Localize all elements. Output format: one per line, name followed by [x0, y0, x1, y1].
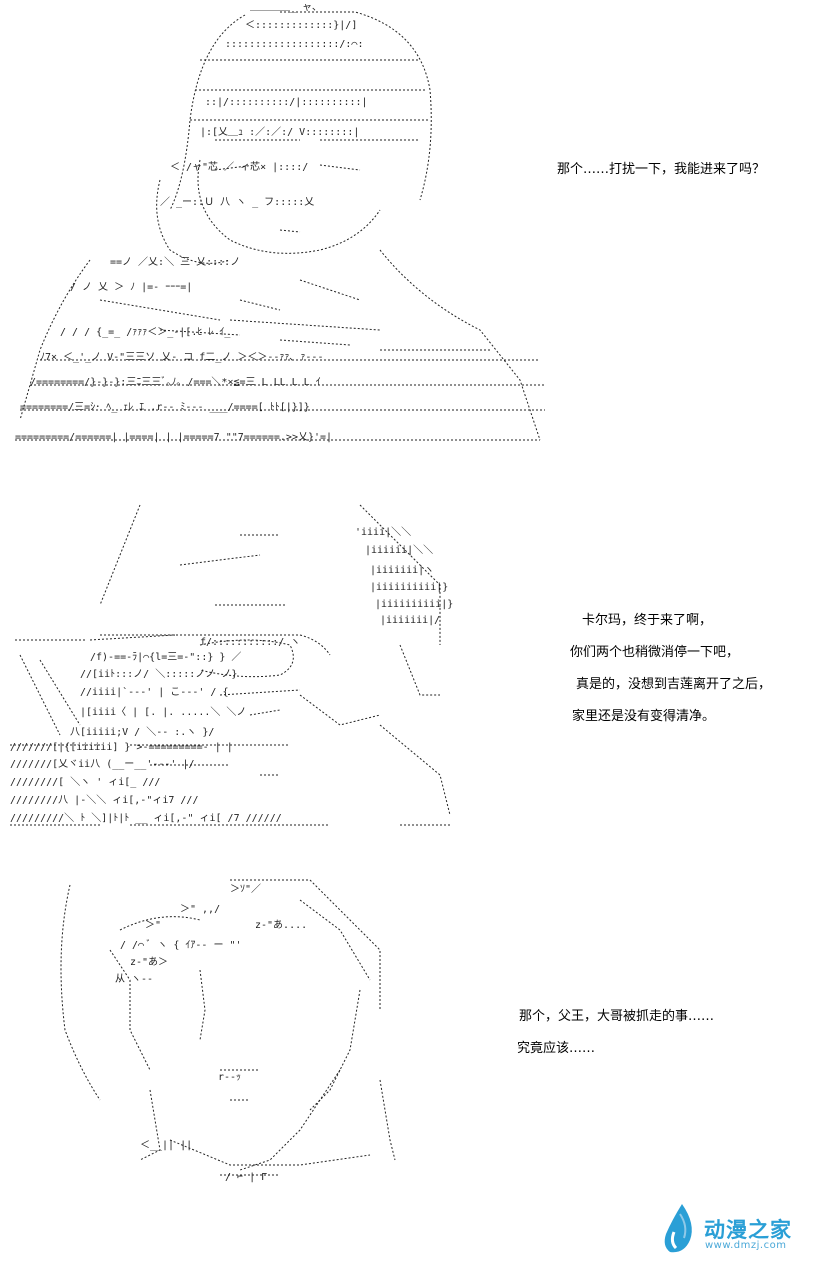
svg-text://///////＼ ﾄ ＼]|ﾄ|ﾄ __ ィi[,-": /////////＼ ﾄ ＼]|ﾄ|ﾄ __ ィi[,-" ィi[ /7 ///…	[10, 812, 282, 824]
svg-text:f/:::::::::::/ ヽ: f/:::::::::::/ ヽ	[200, 637, 300, 648]
caption-panel-1: 那个……打扰一下，我能进来了吗？	[557, 162, 765, 178]
droplet-logo-icon	[664, 1204, 692, 1253]
figure-3-drawing: ＞ｿ"／ ＞" ,,/ z-"あ.... ＞" / /⌒ ﾞ ヽ { ｲｱ-- …	[60, 879, 396, 1183]
svg-text://[iiﾄ:::ノ/ ＼:::::ノノ ノ}: //[iiﾄ:::ノ/ ＼:::::ノノ ノ}	[80, 668, 237, 680]
svg-text:＜__|| ||: ＜__|| ||	[140, 1140, 192, 1151]
svg-text://iiii|`---' | こ---' / {: //iiii|`---' | こ---' / {	[80, 686, 228, 698]
svg-text:////////八 |-＼＼ ィi[,-"ィi7 /: ////////八 |-＼＼ ィi[,-"ィi7 ///	[10, 794, 198, 806]
caption-line: 你们两个也稍微消停一下吧，	[570, 645, 740, 660]
svg-text:/ ノ 乂 ＞ ﾉ |=- ｰｰｰ=|: / ノ 乂 ＞ ﾉ |=- ｰｰｰ=|	[70, 282, 192, 293]
svg-text:========/三=ｼ･ ﾍ_ ｪﾚ ｴ .r-- ﾐ--: ========/三=ｼ･ ﾍ_ ｪﾚ ｴ .r-- ﾐ--- ___/====…	[20, 402, 310, 413]
svg-text:|iiiiiiiiii|}: |iiiiiiiiii|}	[370, 582, 448, 593]
ascii-art-figure-2: 'iiii|＼＼ |iiiiii|＼＼ |iiiiiii|ヽ |iiiiiiii…	[0, 495, 470, 835]
svg-text:＞" ,,/: ＞" ,,/	[180, 904, 220, 915]
watermark-url: www.dmzj.com	[705, 1240, 787, 1251]
svg-text:/========/}-}-}:三ﾆ三三ﾞ｡ﾉ｡ /===＼: /========/}-}-}:三ﾆ三三ﾞ｡ﾉ｡ /===＼*×≦=三 L LL…	[30, 376, 321, 388]
svg-text:/ /⌒ ﾞ ヽ { ｲｱ-- ー "': / /⌒ ﾞ ヽ { ｲｱ-- ー "'	[120, 939, 242, 951]
svg-text:／ _ー::Ｕ 八 ヽ _ フ:::::乂: ／ _ー::Ｕ 八 ヽ _ フ:::::乂	[160, 196, 314, 208]
svg-text:///////[乂ヾii八 (__ー__'---': ///////[乂ヾii八 (__ー__'---' |/	[10, 759, 195, 770]
caption-line: 家里还是没有变得清净。	[572, 709, 716, 724]
panel-3: ＞ｿ"／ ＞" ,,/ z-"あ.... ＞" / /⌒ ﾞ ヽ { ｲｱ-- …	[0, 870, 818, 1200]
svg-text:|iiiiii|＼＼: |iiiiii|＼＼	[365, 544, 433, 556]
svg-text:＞ｿ"／: ＞ｿ"／	[230, 883, 261, 895]
ascii-art-figure-1: ＿＿＿＿_ ャ、 ＜:::::::::::::}|/] ::::::::::::…	[0, 0, 555, 470]
caption-line: 卡尔玛，终于来了啊，	[582, 613, 713, 628]
svg-text:r--ｯ: r--ｯ	[218, 1072, 241, 1083]
panel-2: 'iiii|＼＼ |iiiiii|＼＼ |iiiiiii|ヽ |iiiiiiii…	[0, 495, 818, 835]
svg-text:/ ⌐ | Γ: / ⌐ | Γ	[225, 1172, 267, 1183]
svg-text:z-"あ....: z-"あ....	[255, 919, 307, 931]
svg-text:从 ヽ--: 从 ヽ--	[115, 974, 153, 985]
caption-line: 那个……打扰一下，我能进来了吗？	[557, 162, 766, 177]
svg-text::::::::::::::::::::/:⌒:: :::::::::::::::::::/:⌒:	[225, 39, 363, 50]
panel-1: ＿＿＿＿_ ャ、 ＜:::::::::::::}|/] ::::::::::::…	[0, 0, 818, 470]
svg-text:==ノ ／乂:＼ 三 乂::::ノ: ==ノ ／乂:＼ 三 乂::::ノ	[110, 256, 240, 268]
svg-text:ﾉ7× ＜_'_ノ V-"三三ソ 乂- コ f二_ノ ＞＜: ﾉ7× ＜_'_ノ V-"三三ソ 乂- コ f二_ノ ＞＜＞--ｧｧ､ ｧ---	[40, 352, 323, 363]
svg-text:/ / / {_=_ /ｧｧｧ＜＞_-|[.ﾋ ﾚ ｲ_: / / / {_=_ /ｧｧｧ＜＞_-|[.ﾋ ﾚ ｲ_	[60, 326, 231, 338]
figure-1-drawing: ＿＿＿＿_ ャ、 ＜:::::::::::::}|/] ::::::::::::…	[15, 2, 545, 443]
svg-text:////////[ ＼ヽ ' ィi[_ ///: ////////[ ＼ヽ ' ィi[_ ///	[10, 776, 160, 788]
svg-text:::|/::::::::::/|::::::::::|: ::|/::::::::::/|::::::::::|	[205, 97, 368, 108]
svg-text:＜:::::::::::::}|/]: ＜:::::::::::::}|/]	[245, 20, 357, 31]
svg-text:///////[|{[iiiiii] } >-======: ///////[|{[iiiiii] } >-=========- | |	[10, 742, 233, 753]
watermark-brand: 动漫之家	[704, 1218, 792, 1242]
svg-text:＜ /ャ"芯 ／ ィ芯× |::::/: ＜ /ャ"芯 ／ ィ芯× |::::/	[170, 160, 308, 173]
svg-text:=========/======| |====| | |==: =========/======| |====| | |=====7 ""7==…	[15, 432, 332, 443]
caption-panel-3: 那个，父王，大哥被抓走的事…… 究竟应该……	[517, 1009, 715, 1057]
svg-text:＿＿＿＿_ ャ、: ＿＿＿＿_ ャ、	[250, 2, 322, 13]
svg-text:/f)-==-ﾗ|⌒{l=三=-"::} } ／: /f)-==-ﾗ|⌒{l=三=-"::} } ／	[90, 651, 241, 663]
caption-line: 究竟应该……	[517, 1041, 596, 1056]
svg-text:z-"あ＞: z-"あ＞	[130, 956, 168, 968]
caption-line: 那个，父王，大哥被抓走的事……	[519, 1009, 715, 1024]
site-watermark: 动漫之家 www.dmzj.com	[660, 1200, 810, 1260]
svg-text:|[iiii〈 | [. |. .....＼ ＼ノ: |[iiii〈 | [. |. .....＼ ＼ノ	[80, 706, 246, 718]
svg-text:八[iiiii;V / ＼-- :.ヽ }/: 八[iiiii;V / ＼-- :.ヽ }/	[70, 726, 214, 738]
svg-text:|iiiiiiiiii|}: |iiiiiiiiii|}	[375, 599, 453, 610]
ascii-art-figure-3: ＞ｿ"／ ＞" ,,/ z-"あ.... ＞" / /⌒ ﾞ ヽ { ｲｱ-- …	[0, 870, 430, 1200]
svg-text:|iiiiiii|/: |iiiiiii|/	[380, 615, 440, 626]
svg-text:'iiii|＼＼: 'iiii|＼＼	[355, 526, 411, 538]
svg-text:|:[乂＿ｭ :／:／:/ V::::::::|: |:[乂＿ｭ :／:／:/ V::::::::|	[200, 126, 359, 138]
caption-panel-2: 卡尔玛，终于来了啊， 你们两个也稍微消停一下吧， 真是的，没想到吉莲离开了之后，…	[562, 613, 771, 725]
figure-2-drawing: 'iiii|＼＼ |iiiiii|＼＼ |iiiiiii|ヽ |iiiiiiii…	[10, 504, 453, 826]
svg-text:|iiiiiii|ヽ: |iiiiiii|ヽ	[370, 565, 434, 576]
caption-line: 真是的，没想到吉莲离开了之后，	[576, 677, 772, 692]
svg-text:＞": ＞"	[145, 920, 161, 931]
